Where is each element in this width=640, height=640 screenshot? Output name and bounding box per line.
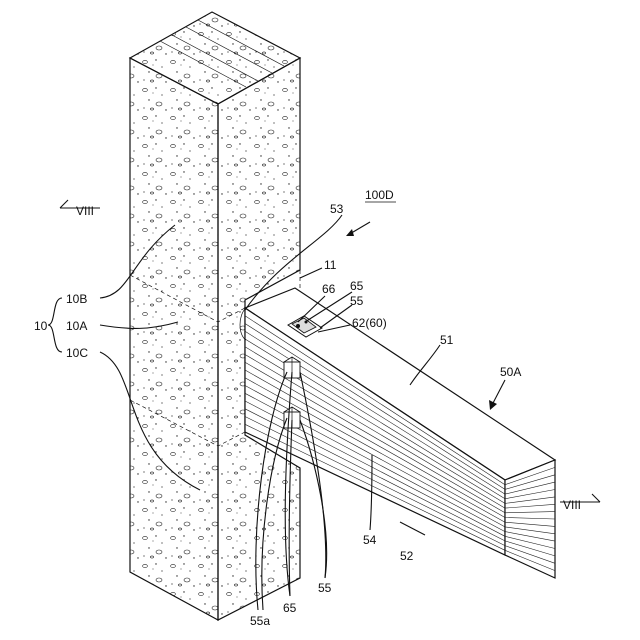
label-53: 53 <box>330 202 344 216</box>
label-column-middle: 10A <box>66 319 87 333</box>
label-51: 51 <box>440 333 454 347</box>
label-52: 52 <box>400 549 414 563</box>
label-55a: 55a <box>250 614 270 628</box>
label-55-top: 55 <box>350 294 364 308</box>
column-left-face <box>130 58 218 620</box>
label-assembly: 100D <box>365 188 394 202</box>
label-column-group: 10 <box>34 319 48 333</box>
label-beam: 50A <box>500 365 521 379</box>
label-column-upper: 10B <box>66 292 87 306</box>
label-column-lower: 10C <box>66 346 88 360</box>
label-62: 62(60) <box>352 316 387 330</box>
label-54: 54 <box>363 533 377 547</box>
label-65-top: 65 <box>350 279 364 293</box>
label-section-right: VIII <box>563 498 581 512</box>
label-11: 11 <box>324 258 337 272</box>
label-55-bottom: 55 <box>318 581 332 595</box>
label-65-bottom: 65 <box>283 601 297 615</box>
label-66: 66 <box>322 282 336 296</box>
label-section-left: VIII <box>76 204 94 218</box>
